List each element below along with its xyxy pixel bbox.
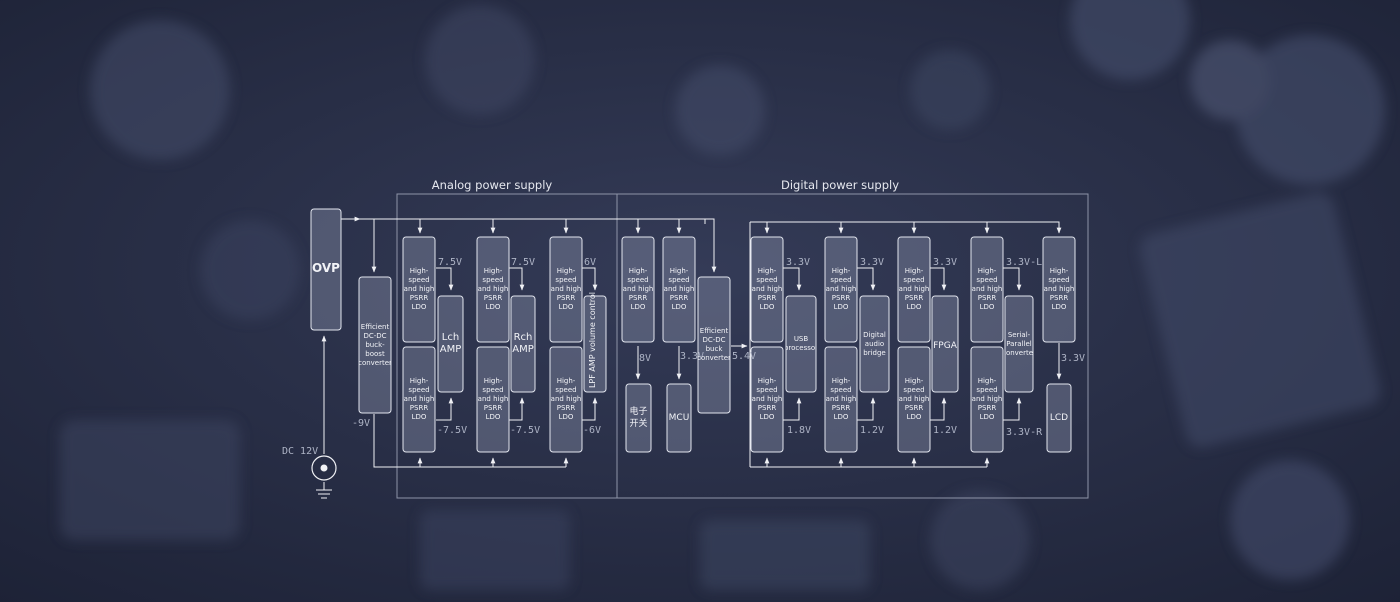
ldo-usb-top-box	[750, 236, 784, 343]
ldo-lch-neg-label: High-speed and high PSRR LDO	[403, 377, 435, 421]
lch-pos-voltage: 7.5V	[438, 257, 462, 268]
analog-section-title: Analog power supply	[432, 178, 553, 192]
ldo-rch-pos-box	[476, 236, 510, 343]
buck-boost-converter-box	[358, 276, 392, 414]
ldo-lch-neg-box	[402, 346, 436, 453]
lch-amp-box	[437, 295, 464, 393]
lpf-amp-volume-label: LPF AMP volume control	[588, 292, 597, 388]
switch-voltage-label: 8V	[639, 353, 651, 364]
ldo-lpf-pos-box	[549, 236, 583, 343]
ldo-sp-top-label: High-speed and high PSRR LDO	[971, 267, 1003, 311]
fpga-top-voltage: 3.3V	[933, 257, 957, 268]
lpf-pos-voltage: 6V	[584, 257, 596, 268]
lch-neg-voltage: -7.5V	[437, 425, 467, 436]
bridge-top-voltage: 3.3V	[860, 257, 884, 268]
mcu-box	[666, 383, 692, 453]
ldo-rch-neg-box	[476, 346, 510, 453]
electronic-switch-label: 电子开关	[629, 407, 648, 429]
ldo-mcu-box	[662, 236, 696, 343]
ldo-lpf-neg-label: High-speed and high PSRR LDO	[550, 377, 582, 421]
buck-boost-converter-label: Efficient DC-DC buck-boost converter	[359, 322, 391, 367]
fpga-label: FPGA	[933, 341, 958, 351]
rch-neg-voltage: -7.5V	[510, 425, 540, 436]
rch-pos-voltage: 7.5V	[511, 257, 535, 268]
ldo-usb-bottom-box	[750, 346, 784, 453]
ldo-fpga-bottom-box	[897, 346, 931, 453]
digital-audio-bridge-label: Digital audio bridge	[863, 330, 886, 357]
ldo-lch-pos-label: High-speed and high PSRR LDO	[403, 267, 435, 311]
sp-top-voltage: 3.3V-L	[1006, 257, 1042, 268]
section-frames	[396, 193, 1089, 499]
dc-jack-icon	[311, 455, 337, 481]
lcd-voltage: 3.3V	[1061, 353, 1085, 364]
rch-amp-box	[510, 295, 536, 393]
sp-bottom-voltage: 3.3V-R	[1006, 427, 1043, 438]
buck-converter-box	[697, 276, 731, 414]
fpga-box	[931, 295, 959, 393]
digital-audio-bridge-box	[859, 295, 890, 393]
mcu-voltage-label: 3.3V	[680, 351, 704, 362]
ldo-rch-neg-label: High-speed and high PSRR LDO	[477, 377, 509, 421]
ldo-bridge-top-box	[824, 236, 858, 343]
ovp-box	[310, 208, 342, 331]
ldo-lpf-pos-label: High-speed and high PSRR LDO	[550, 267, 582, 311]
ldo-fpga-top-box	[897, 236, 931, 343]
usb-processor-box	[785, 295, 817, 393]
ldo-lch-pos-box	[402, 236, 436, 343]
ldo-usb-bottom-label: High-speed and high PSRR LDO	[751, 377, 783, 421]
ldo-lcd-label: High-speed and high PSRR LDO	[1043, 267, 1075, 311]
serial-parallel-converter-box	[1004, 295, 1034, 393]
lcd-label: LCD	[1050, 413, 1068, 423]
buck-converter-label: Efficient DC-DC buck converter	[698, 327, 730, 362]
ldo-sp-bottom-label: High-speed and high PSRR LDO	[971, 377, 1003, 421]
fpga-bottom-voltage: 1.2V	[933, 425, 957, 436]
ldo-bridge-bottom-label: High-speed and high PSRR LDO	[825, 377, 857, 421]
ldo-fpga-top-label: High-speed and high PSRR LDO	[898, 267, 930, 311]
ldo-sp-top-box	[970, 236, 1004, 343]
ldo-sp-bottom-box	[970, 346, 1004, 453]
digital-section-title: Digital power supply	[781, 178, 899, 192]
ldo-group: High-speed and high PSRR LDO High-speed a…	[402, 236, 1076, 453]
rch-amp-label: Rch AMP	[512, 332, 534, 355]
ldo-bridge-top-label: High-speed and high PSRR LDO	[825, 267, 857, 311]
voltage-labels: 7.5V -7.5V 7.5V -7.5V 6V -6V 3.3V 1.8V 3…	[437, 257, 1085, 438]
ldo-fpga-bottom-label: High-speed and high PSRR LDO	[898, 377, 930, 421]
wiring	[316, 216, 1062, 499]
lpf-amp-volume-box	[583, 295, 607, 393]
electronic-switch-box	[625, 383, 652, 453]
ldo-usb-top-label: High-speed and high PSRR LDO	[751, 267, 783, 311]
ldo-mcu-label: High-speed and high PSRR LDO	[663, 267, 695, 311]
lch-amp-label: Lch AMP	[439, 332, 462, 355]
ldo-bridge-bottom-box	[824, 346, 858, 453]
usb-processor-label: USB processor	[786, 335, 816, 352]
lpf-neg-voltage: -6V	[583, 425, 601, 436]
ldo-switch-label: High-speed and high PSRR LDO	[622, 267, 654, 311]
bridge-bottom-voltage: 1.2V	[860, 425, 884, 436]
usb-top-voltage: 3.3V	[786, 257, 810, 268]
lcd-box	[1046, 383, 1072, 453]
mcu-label: MCU	[669, 413, 690, 423]
ldo-lpf-neg-box	[549, 346, 583, 453]
ldo-switch-box	[621, 236, 655, 343]
neg-rail-label: -9V	[352, 418, 370, 429]
dc-input-label: DC 12V	[282, 446, 318, 457]
usb-bottom-voltage: 1.8V	[787, 425, 811, 436]
serial-parallel-converter-label: Serial-Parallel converter	[1005, 330, 1033, 357]
ldo-lcd-box	[1042, 236, 1076, 343]
buck-voltage-label: 5.4V	[732, 351, 756, 362]
ldo-rch-pos-label: High-speed and high PSRR LDO	[477, 267, 509, 311]
ovp-label: OVP	[312, 261, 340, 275]
